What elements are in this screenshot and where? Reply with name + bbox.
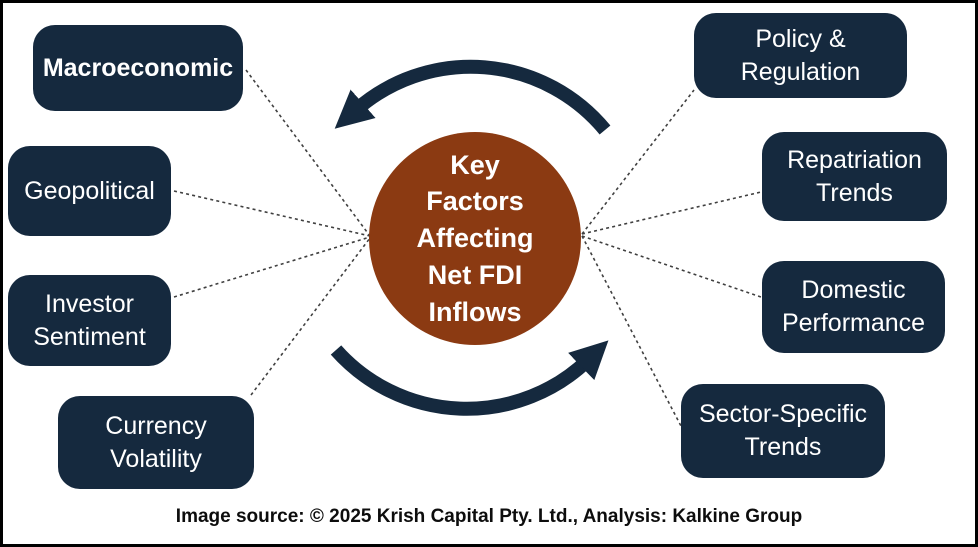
center-topic-circle: Key Factors Affecting Net FDI Inflows (369, 132, 581, 345)
center-topic-label: Key Factors Affecting Net FDI Inflows (416, 149, 534, 327)
connector-line-domestic-performance (581, 235, 762, 298)
factor-label-sector-specific-trends: Sector-Specific Trends (698, 400, 868, 461)
factor-box-geopolitical: Geopolitical (8, 146, 171, 236)
factor-box-macroeconomic: Macroeconomic (33, 25, 243, 111)
connector-line-geopolitical (173, 190, 371, 237)
factor-label-macroeconomic: Macroeconomic (42, 53, 234, 82)
factor-label-geopolitical: Geopolitical (24, 176, 155, 205)
factor-label-investor-sentiment: Investor Sentiment (33, 289, 146, 351)
factor-label-currency-volatility: Currency Volatility (105, 411, 207, 473)
factor-box-currency-volatility: Currency Volatility (58, 396, 254, 489)
factor-box-investor-sentiment: Investor Sentiment (8, 275, 171, 366)
factor-box-repatriation-trends: Repatriation Trends (762, 132, 947, 221)
source-caption: Image source: © 2025 Krish Capital Pty. … (175, 506, 803, 527)
connector-line-investor-sentiment (173, 236, 371, 298)
connector-line-sector-specific-trends (581, 235, 682, 427)
factor-label-policy-regulation: Policy & Regulation (740, 24, 861, 86)
connector-line-macroeconomic (245, 69, 371, 237)
connector-line-policy-regulation (581, 89, 695, 235)
factor-box-policy-regulation: Policy & Regulation (694, 13, 907, 98)
factor-box-domestic-performance: Domestic Performance (762, 261, 945, 353)
factor-label-repatriation-trends: Repatriation Trends (787, 145, 922, 207)
cycle-arrow-top-icon (334, 59, 611, 135)
connector-line-currency-volatility (250, 237, 371, 396)
factor-box-sector-specific-trends: Sector-Specific Trends (681, 384, 885, 478)
cycle-arrow-bottom-icon (330, 340, 609, 416)
factor-label-domestic-performance: Domestic Performance (781, 276, 926, 337)
